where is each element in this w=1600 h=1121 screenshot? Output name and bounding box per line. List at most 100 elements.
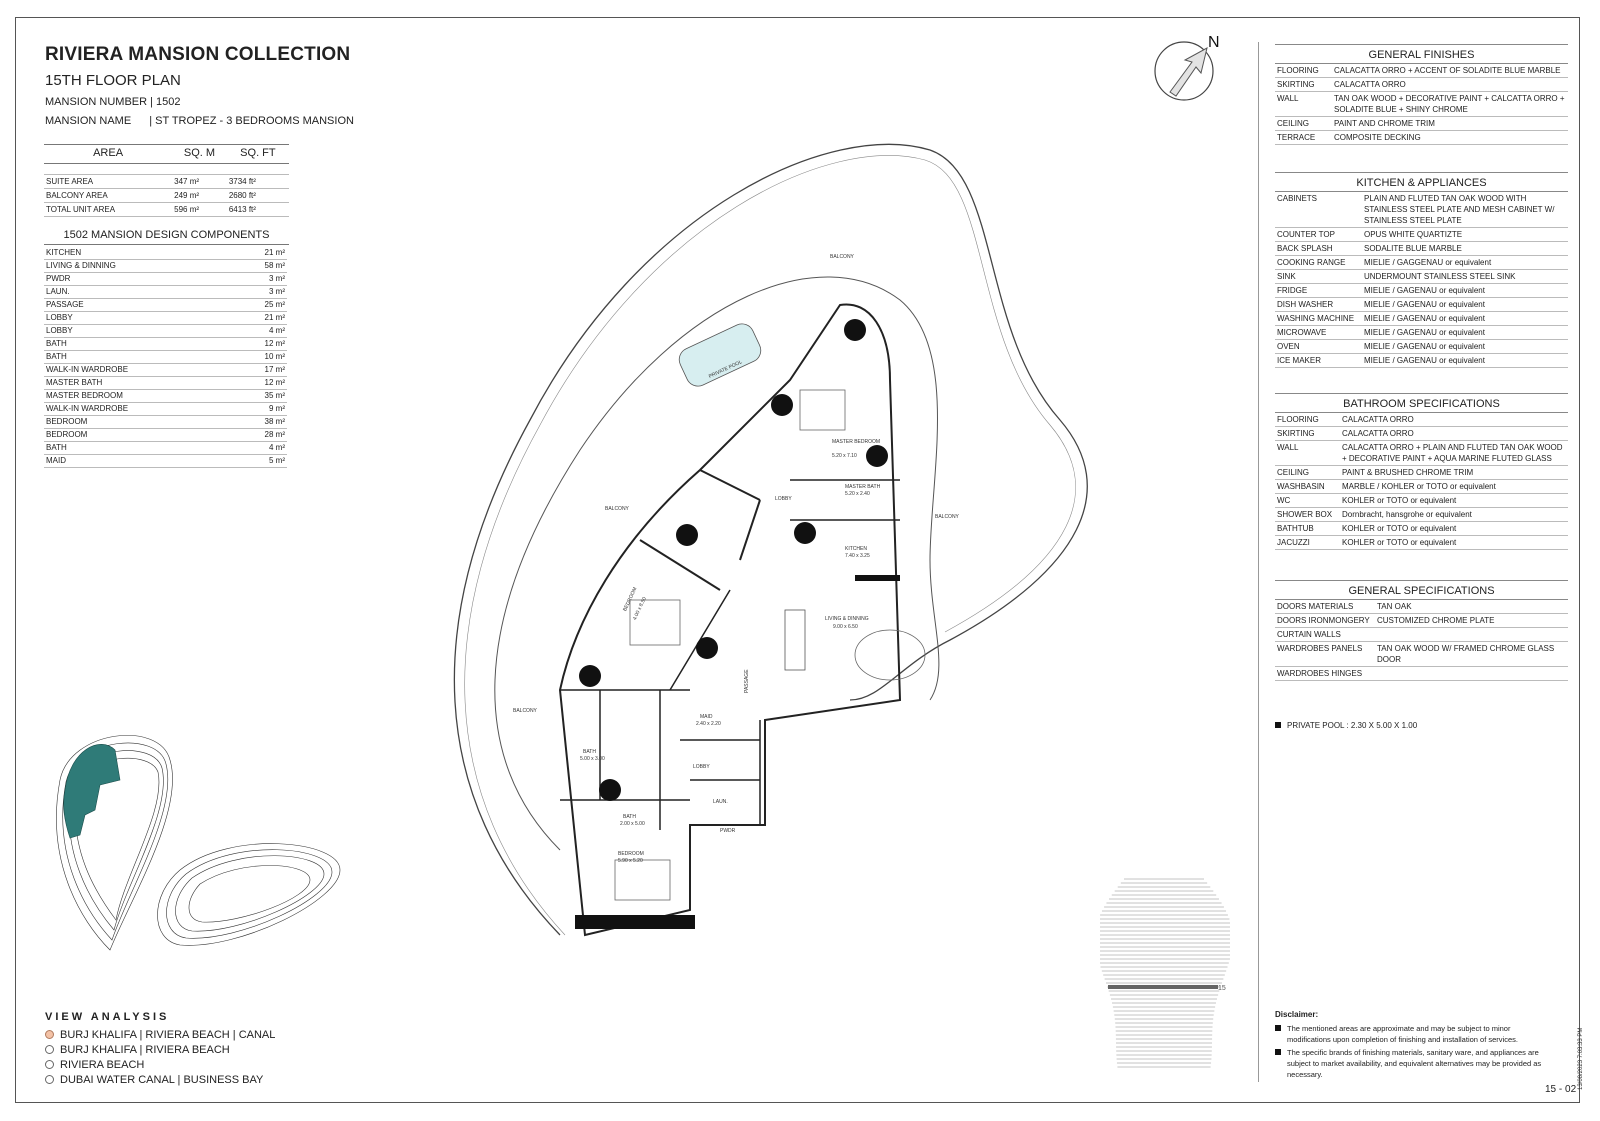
- component-name: BATH: [46, 339, 67, 348]
- spec-key: DISH WASHER: [1277, 300, 1334, 309]
- spec-value: OPUS WHITE QUARTIZTE: [1364, 230, 1463, 239]
- disclaimer-title: Disclaimer:: [1275, 1010, 1319, 1019]
- disclaimer-text: The specific brands of finishing materia…: [1287, 1048, 1542, 1079]
- component-name: LIVING & DINNING: [46, 261, 116, 270]
- compass: N: [1154, 34, 1220, 101]
- spec-key: JACUZZI: [1277, 538, 1310, 547]
- component-area: 35 m²: [264, 391, 285, 400]
- general-specs-title: GENERAL SPECIFICATIONS: [1275, 580, 1568, 600]
- radio-icon[interactable]: [45, 1060, 54, 1069]
- radio-icon[interactable]: [45, 1030, 54, 1039]
- component-name: BATH: [46, 443, 67, 452]
- master-bedroom-dim: 5.20 x 7.10: [832, 453, 857, 459]
- bullet-icon: [1275, 1049, 1281, 1055]
- radio-icon[interactable]: [45, 1075, 54, 1084]
- component-name: LAUN.: [46, 287, 70, 296]
- component-name: BATH: [46, 352, 67, 361]
- component-name: WALK-IN WARDROBE: [46, 404, 129, 413]
- living-dim: 9.00 x 6.50: [833, 624, 858, 630]
- site-highlight: [63, 744, 121, 839]
- bullet-icon: [1275, 1025, 1281, 1031]
- spec-value: TAN OAK: [1377, 602, 1412, 611]
- area-sqm: 249 m²: [172, 188, 227, 203]
- spec-value: UNDERMOUNT STAINLESS STEEL SINK: [1364, 272, 1516, 281]
- view-option[interactable]: BURJ KHALIFA | RIVIERA BEACH | CANAL: [45, 1027, 275, 1042]
- view-option[interactable]: DUBAI WATER CANAL | BUSINESS BAY: [45, 1072, 275, 1087]
- spec-key: WALL: [1277, 94, 1299, 103]
- list-item: The specific brands of finishing materia…: [1275, 1047, 1550, 1080]
- spec-value: MIELIE / GAGENAU or equivalent: [1364, 342, 1485, 351]
- area-name: BALCONY AREA: [44, 188, 173, 203]
- view-option-label: BURJ KHALIFA | RIVIERA BEACH | CANAL: [60, 1028, 276, 1041]
- living-label: LIVING & DINNING: [825, 616, 869, 622]
- column: [794, 522, 816, 544]
- pwdr-label: PWDR: [720, 828, 736, 834]
- component-name: MASTER BEDROOM: [46, 391, 123, 400]
- view-option[interactable]: RIVIERA BEACH: [45, 1057, 275, 1072]
- spec-key: COOKING RANGE: [1277, 258, 1346, 267]
- spec-value: CALACATTA ORRO: [1342, 429, 1414, 438]
- component-area: 12 m²: [264, 339, 285, 348]
- spec-key: TERRACE: [1277, 133, 1316, 142]
- radio-icon[interactable]: [45, 1045, 54, 1054]
- spec-value: KOHLER or TOTO or equivalent: [1342, 496, 1457, 505]
- bullet-icon: [1275, 722, 1281, 728]
- bedroom-dim: 5.90 x 5.20: [618, 858, 643, 864]
- balcony-label: BALCONY: [830, 254, 855, 260]
- lobby-label: LOBBY: [775, 496, 792, 502]
- view-option-label: DUBAI WATER CANAL | BUSINESS BAY: [60, 1073, 264, 1086]
- spec-value: MIELIE / GAGENAU or equivalent: [1364, 314, 1485, 323]
- spec-value: MIELIE / GAGENAU or equivalent: [1364, 356, 1485, 365]
- spec-key: BATHTUB: [1277, 524, 1314, 533]
- column: [771, 394, 793, 416]
- spec-row: WARDROBES HINGES: [1275, 667, 1568, 681]
- site-plan: [56, 735, 341, 951]
- component-name: LOBBY: [46, 313, 73, 322]
- lobby-label: LOBBY: [693, 764, 710, 770]
- component-row: BATH 12 m²: [44, 338, 287, 351]
- compass-north-label: N: [1208, 34, 1220, 51]
- column: [599, 779, 621, 801]
- general-finishes-title: GENERAL FINISHES: [1275, 44, 1568, 64]
- tower-elevation: 15: [1100, 878, 1230, 1068]
- component-name: PWDR: [46, 274, 71, 283]
- spec-value: CALACATTA ORRO + PLAIN AND FLUTED TAN OA…: [1342, 443, 1563, 463]
- spec-key: CABINETS: [1277, 194, 1318, 203]
- spec-key: WALL: [1277, 443, 1299, 452]
- spec-key: FLOORING: [1277, 415, 1319, 424]
- component-area: 28 m²: [264, 430, 285, 439]
- bathroom-title: BATHROOM SPECIFICATIONS: [1275, 393, 1568, 413]
- mansion-number: MANSION NUMBER | 1502: [45, 96, 181, 108]
- spec-value: MARBLE / KOHLER or TOTO or equivalent: [1342, 482, 1496, 491]
- bedroom-window-wall: [575, 915, 695, 929]
- area-header: AREA: [44, 144, 173, 164]
- balcony-label: BALCONY: [513, 708, 538, 714]
- component-area: 10 m²: [264, 352, 285, 361]
- spec-key: WARDROBES PANELS: [1277, 644, 1363, 653]
- spec-key: SHOWER BOX: [1277, 510, 1333, 519]
- component-area: 5 m²: [269, 456, 285, 465]
- spec-value: CUSTOMIZED CHROME PLATE: [1377, 616, 1495, 625]
- spec-value: [1377, 629, 1566, 640]
- spec-key: DOORS MATERIALS: [1277, 602, 1354, 611]
- general-specs-panel: GENERAL SPECIFICATIONS DOORS MATERIALS TA…: [1275, 580, 1568, 681]
- balcony-label: BALCONY: [605, 506, 630, 512]
- view-option[interactable]: BURJ KHALIFA | RIVIERA BEACH: [45, 1042, 275, 1057]
